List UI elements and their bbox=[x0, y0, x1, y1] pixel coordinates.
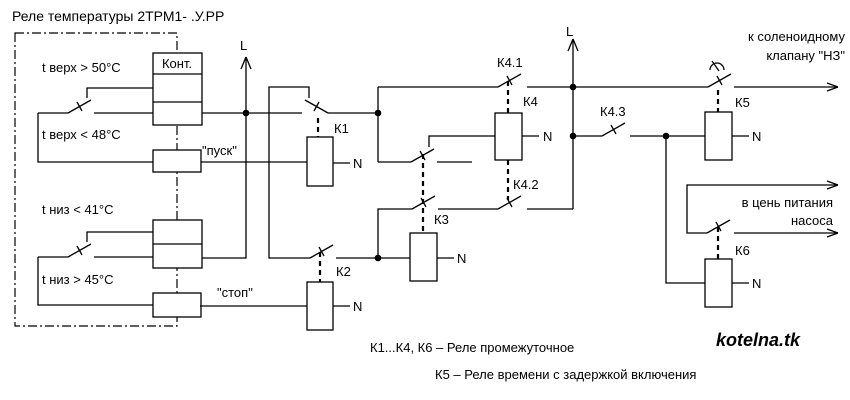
neutral-k4-label: N bbox=[543, 129, 552, 144]
arrowheads bbox=[240, 38, 839, 238]
pump-arrow2-icon bbox=[826, 228, 839, 238]
neutral-k3-label: N bbox=[457, 251, 466, 266]
junction-dots bbox=[242, 83, 670, 262]
pump-output-label-line2: насоса bbox=[791, 213, 834, 228]
contact-blades bbox=[67, 60, 732, 259]
neutral-k2-label: N bbox=[353, 299, 362, 314]
relay-k6-label: К6 bbox=[735, 243, 750, 258]
upper-sensor-contact bbox=[67, 99, 92, 114]
relay-k2-label: К2 bbox=[336, 264, 351, 279]
legend-intermediate-relays: К1...К4, К6 – Реле промежуточное bbox=[370, 340, 574, 355]
k4-1-contact bbox=[497, 73, 522, 88]
cond-lower-off-label: t низ > 45°С bbox=[42, 272, 114, 287]
coil-k5 bbox=[704, 111, 733, 161]
phase1-label: L bbox=[240, 38, 247, 53]
diagram-title: Реле температуры 2ТРМ1- .У.РР bbox=[12, 8, 224, 24]
contact-k43-label: К4.3 bbox=[600, 104, 626, 119]
time-delay-icon bbox=[709, 60, 725, 72]
neutral-k1-label: N bbox=[353, 156, 362, 171]
wires bbox=[37, 39, 838, 307]
pump-arrow1-icon bbox=[826, 180, 839, 190]
relay-k4-label: К4 bbox=[523, 94, 538, 109]
coil-k3 bbox=[409, 232, 438, 282]
contact-block-label: Конт. bbox=[162, 56, 192, 71]
contact-k41-label: К4.1 bbox=[497, 55, 523, 70]
coil-k6 bbox=[704, 258, 733, 308]
legend-timer-relay: К5 – Реле времени с задержкой включения bbox=[435, 367, 696, 382]
phase2-arrow-icon bbox=[567, 38, 579, 52]
relay-k5-label: К5 bbox=[735, 95, 750, 110]
k4-3-contact bbox=[601, 122, 626, 137]
k5-timer-contact bbox=[707, 73, 732, 88]
neutral-k6-label: N bbox=[752, 276, 761, 291]
stop-output-box bbox=[152, 292, 202, 318]
contact-k42-label: К4.2 bbox=[513, 177, 539, 192]
relay-k1-label: К1 bbox=[334, 121, 349, 136]
phase2-label: L bbox=[566, 24, 573, 39]
cond-upper-on-label: t верх > 50°С bbox=[42, 60, 121, 75]
trm-boxes bbox=[152, 52, 203, 318]
start-label: "пуск" bbox=[202, 143, 237, 158]
coil-k2 bbox=[306, 281, 334, 331]
relay-k3-label: К3 bbox=[434, 212, 449, 227]
contact-block-box bbox=[152, 52, 203, 126]
trm-dashdot-border bbox=[14, 32, 178, 327]
k2-contact bbox=[309, 244, 334, 259]
neutral-k5-label: N bbox=[752, 129, 761, 144]
k4-2-contact bbox=[497, 195, 522, 210]
phase1-arrow-icon bbox=[240, 56, 252, 70]
watermark: kotelna.tk bbox=[716, 330, 801, 350]
lower-sensor-contact bbox=[67, 243, 92, 258]
solenoid-arrow-icon bbox=[826, 82, 839, 92]
start-output-box bbox=[152, 149, 202, 173]
coil-k1 bbox=[306, 136, 334, 187]
solenoid-output-label-line1: к соленоидному bbox=[748, 29, 845, 44]
coil-k4 bbox=[494, 112, 523, 161]
relay-coils bbox=[306, 111, 733, 331]
k1-contact bbox=[304, 99, 329, 114]
stop-label: "стоп" bbox=[217, 285, 253, 300]
solenoid-output-label-line2: клапану "НЗ" bbox=[766, 48, 845, 63]
pump-output-label-line1: в цень питания bbox=[742, 195, 833, 210]
cond-lower-on-label: t низ < 41°С bbox=[42, 202, 114, 217]
cond-upper-off-label: t верх < 48°С bbox=[42, 127, 121, 142]
mechanical-links bbox=[316, 81, 720, 282]
